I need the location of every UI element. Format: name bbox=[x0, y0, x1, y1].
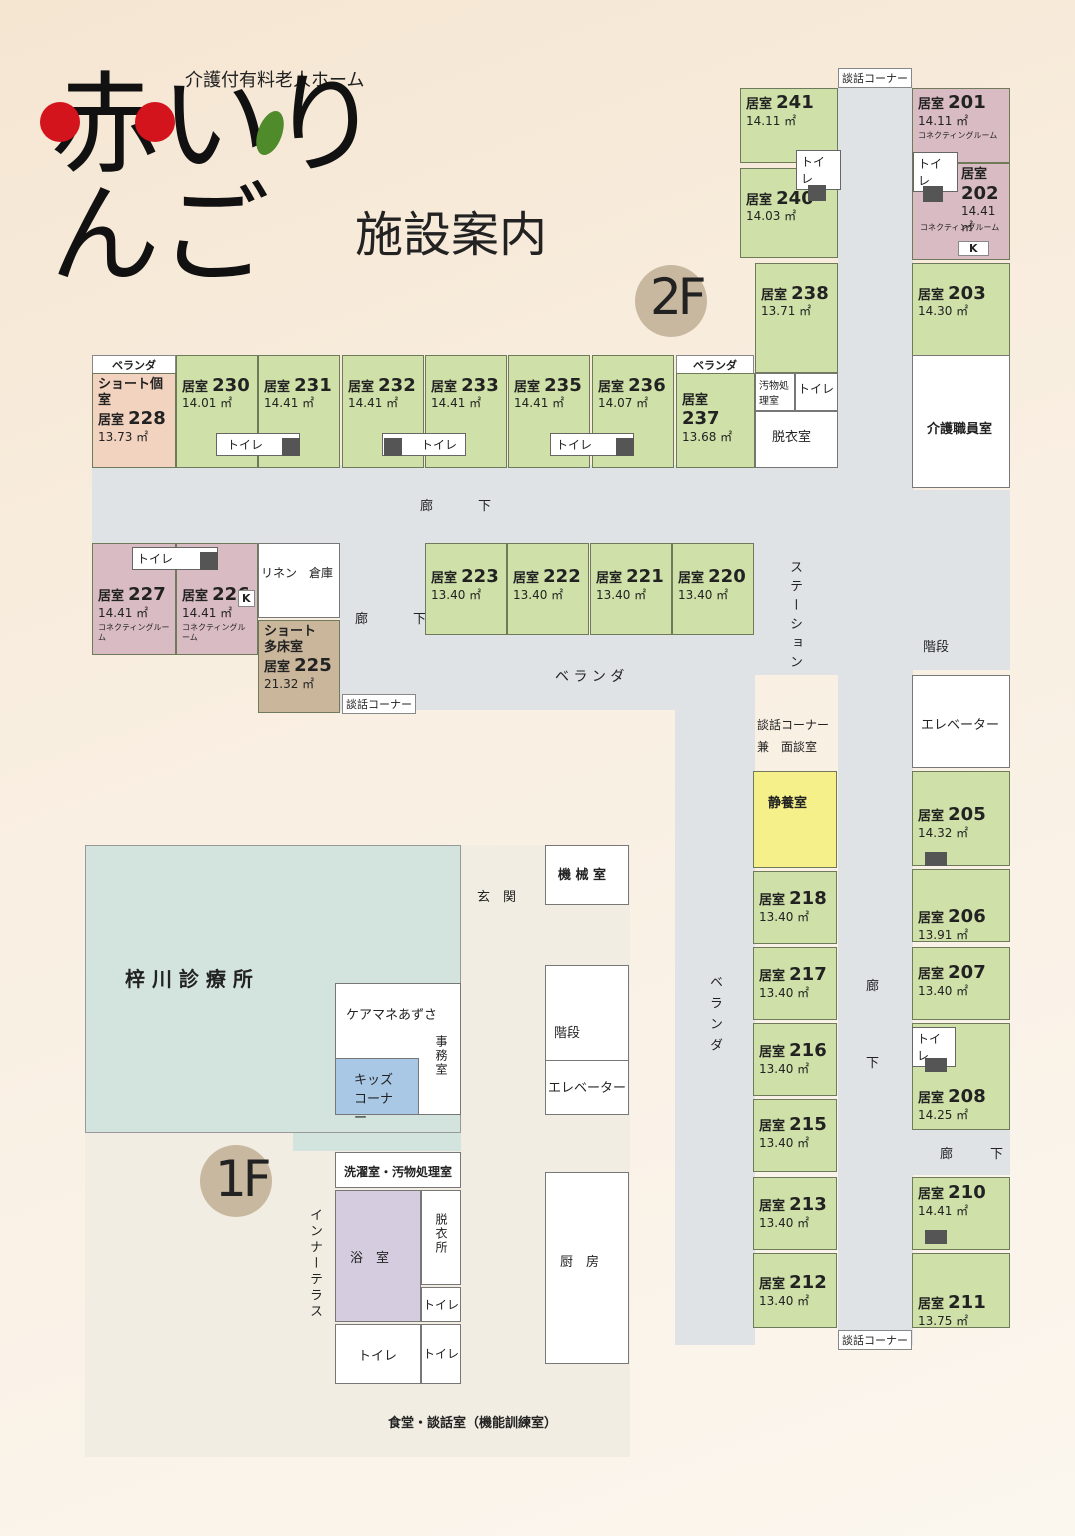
elevator-1f: エレベーター bbox=[545, 1060, 629, 1115]
room-221[interactable]: 居室 221 13.40 ㎡ bbox=[590, 543, 672, 635]
toilet-marker bbox=[384, 438, 402, 456]
room-201[interactable]: 居室 201 14.11 ㎡ コネクティングルーム bbox=[912, 88, 1010, 163]
corridor-2f-rightv bbox=[675, 710, 755, 1345]
stairs-2f-label: 階段 bbox=[923, 640, 950, 655]
office-label: 事務室 bbox=[434, 1035, 448, 1077]
dressing-room-2f: 脱衣室 bbox=[755, 411, 838, 468]
room-241[interactable]: 居室 241 14.11 ㎡ bbox=[740, 88, 838, 163]
room-223[interactable]: 居室 223 13.40 ㎡ bbox=[425, 543, 507, 635]
rest-room[interactable]: 静養室 bbox=[753, 771, 837, 868]
toilet-marker bbox=[616, 438, 634, 456]
corridor-right-label-1: 廊 bbox=[866, 979, 880, 994]
room-237[interactable]: 居室 237 13.68 ㎡ bbox=[676, 373, 755, 468]
kitchenette-k: K bbox=[958, 241, 989, 256]
corridor-2f-right bbox=[838, 85, 913, 1345]
toilet-marker bbox=[282, 438, 300, 456]
room-220[interactable]: 居室 220 13.40 ㎡ bbox=[672, 543, 754, 635]
toilet-marker bbox=[925, 1058, 947, 1072]
toilet-2f-b: トイレ bbox=[913, 152, 958, 192]
toilet-2f-a: トイレ bbox=[796, 150, 841, 190]
toilet-marker bbox=[925, 1230, 947, 1244]
corridor-2f-mid bbox=[340, 540, 425, 710]
room-203[interactable]: 居室 203 14.30 ㎡ bbox=[912, 263, 1010, 373]
room-222[interactable]: 居室 222 13.40 ㎡ bbox=[507, 543, 589, 635]
talk-interview-corner: 談話コーナー兼 面談室 bbox=[757, 718, 830, 754]
corridor-2f-lower bbox=[910, 1130, 1010, 1175]
dressing-room-1f bbox=[421, 1190, 461, 1285]
toilet-marker bbox=[925, 852, 947, 866]
veranda-mid: ベランダ bbox=[676, 355, 754, 375]
logo-text: 赤いりんご bbox=[50, 61, 380, 299]
corridor-2f-station bbox=[752, 540, 840, 675]
apple-icon bbox=[135, 102, 175, 142]
corridor-2f-lower-label: 廊 下 bbox=[940, 1147, 1016, 1162]
toilet-1f-a: トイレ bbox=[421, 1287, 461, 1322]
toilet-marker bbox=[923, 186, 943, 202]
toilet-marker bbox=[808, 185, 826, 201]
toilet-1f-b: トイレ bbox=[335, 1324, 421, 1384]
entrance-label: 玄 関 bbox=[477, 890, 517, 905]
veranda-2f-label: ベ ラ ン ダ bbox=[555, 669, 625, 685]
kitchen-room: 厨 房 bbox=[545, 1172, 629, 1364]
room-225[interactable]: ショート 多床室 居室 225 21.32 ㎡ bbox=[258, 620, 340, 713]
floor-2f-label: 2F bbox=[650, 268, 707, 326]
room-238[interactable]: 居室 238 13.71 ㎡ bbox=[755, 263, 838, 373]
toilet-2f-g: トイレ bbox=[132, 547, 218, 570]
bath-room: 浴 室 bbox=[335, 1190, 421, 1322]
room-228[interactable]: ショート個室 居室 228 13.73 ㎡ bbox=[92, 373, 176, 468]
facility-type-subtitle: 介護付有料老人ホーム bbox=[185, 70, 365, 91]
clinic-lower bbox=[293, 1133, 461, 1151]
caremanager-label: ケアマネあずさ bbox=[346, 1008, 438, 1023]
inner-terrace-label: インナーテラス bbox=[307, 1208, 322, 1320]
station-label: ステーション bbox=[787, 560, 802, 674]
corridor-2f-veranda bbox=[425, 635, 755, 710]
corridor-2f-far bbox=[910, 490, 1010, 670]
talk-corner-top: 談話コーナー bbox=[838, 68, 912, 88]
dining-label: 食堂・談話室（機能訓練室） bbox=[388, 1416, 558, 1431]
page-title: 施設案内 bbox=[355, 207, 548, 263]
corridor-2f-label-mid: 廊 下 bbox=[355, 612, 443, 627]
toilet-1f-c: トイレ bbox=[421, 1324, 461, 1384]
floor-1f-label: 1F bbox=[215, 1150, 272, 1208]
room-202-note: コネクティングルーム bbox=[920, 223, 1000, 232]
toilet-2f-e: トイレ bbox=[382, 433, 466, 456]
veranda-right-label: ベランダ bbox=[707, 975, 722, 1059]
corridor-2f-main bbox=[92, 465, 914, 545]
clinic-label: 梓 川 診 療 所 bbox=[125, 967, 253, 991]
talk-corner-bottom: 談話コーナー bbox=[838, 1330, 912, 1350]
apple-icon bbox=[40, 102, 80, 142]
corridor-2f-label: 廊 下 bbox=[420, 499, 508, 514]
corridor-right-label-2: 下 bbox=[866, 1056, 880, 1071]
staff-room: 介護職員室 bbox=[912, 355, 1010, 488]
floor-1f-badge bbox=[200, 1145, 272, 1217]
soiled-room: 汚物処理室 bbox=[755, 373, 795, 411]
dressing-1f-label: 脱衣所 bbox=[434, 1213, 448, 1255]
kids-corner: キッズコーナー bbox=[335, 1058, 419, 1126]
toilet-marker bbox=[200, 552, 218, 570]
floor-2f-badge bbox=[635, 265, 707, 337]
toilet-2f-d: トイレ bbox=[216, 433, 300, 456]
logo: 介護付有料老人ホーム 赤いりんご bbox=[40, 40, 480, 290]
room-235[interactable]: 居室 235 14.41 ㎡ bbox=[508, 355, 590, 468]
kitchenette-k: K bbox=[238, 590, 255, 607]
elevator-2f: エレベーター bbox=[912, 675, 1010, 768]
talk-corner-mid: 談話コーナー bbox=[342, 694, 416, 714]
laundry-room: 洗濯室・汚物処理室 bbox=[335, 1152, 461, 1188]
toilet-2f-c: トイレ bbox=[795, 373, 838, 411]
linen-storage: リネン 倉庫 bbox=[258, 543, 340, 618]
machine-room: 機 械 室 bbox=[545, 845, 629, 905]
veranda-left: ベランダ bbox=[92, 355, 176, 375]
